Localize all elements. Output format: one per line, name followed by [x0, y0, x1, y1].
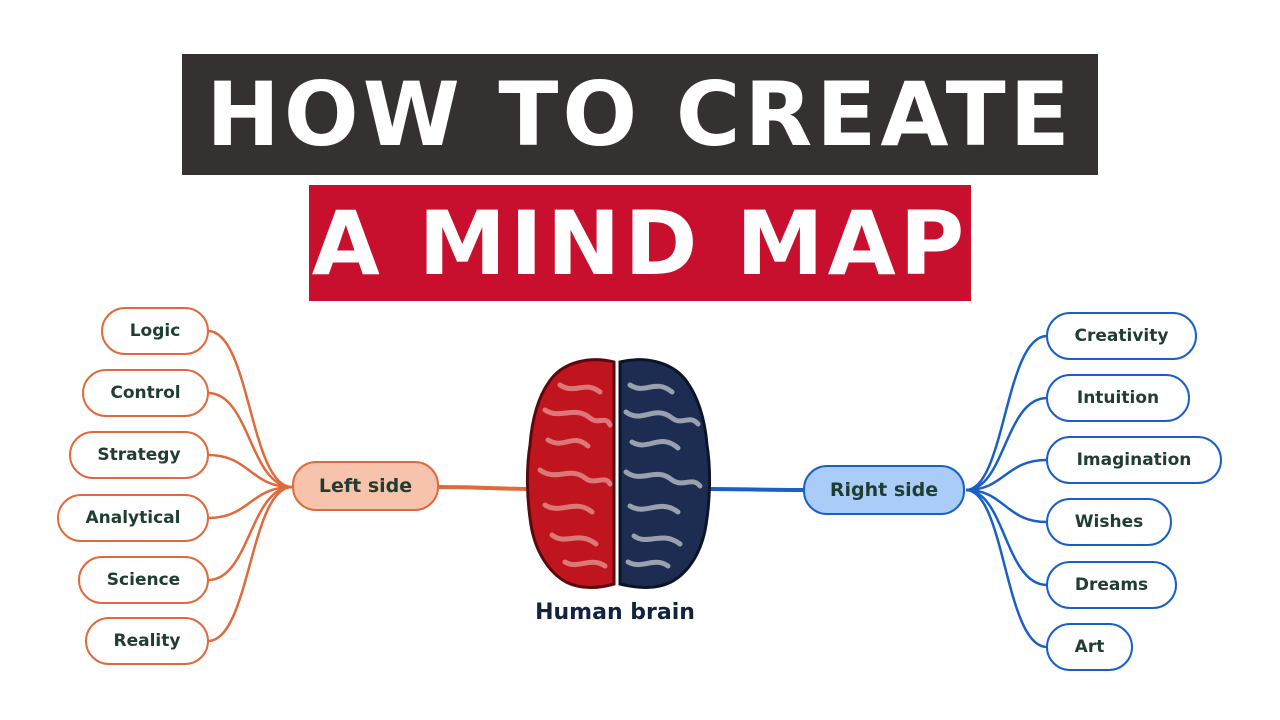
- title-line-1: HOW TO CREATE: [182, 54, 1098, 175]
- left-connectors: [207, 329, 536, 643]
- left-node-logic: Logic: [101, 307, 209, 355]
- connector-reality: [207, 485, 293, 643]
- connector-imagination: [965, 458, 1048, 492]
- connector-wishes: [965, 488, 1048, 524]
- right-node-wishes: Wishes: [1046, 498, 1172, 546]
- left-node-analytical: Analytical: [57, 494, 209, 542]
- connector-analytical: [207, 485, 293, 520]
- left-side-hub: Left side: [292, 461, 439, 511]
- connector-dreams: [965, 488, 1048, 587]
- right-node-art: Art: [1046, 623, 1133, 671]
- connector-control: [207, 391, 293, 489]
- connector-left-hub-brain: [437, 485, 536, 491]
- right-node-dreams: Dreams: [1046, 561, 1177, 609]
- right-side-hub: Right side: [803, 465, 965, 515]
- connector-creativity: [965, 334, 1048, 492]
- right-connectors: [709, 334, 1048, 649]
- left-node-strategy: Strategy: [69, 431, 209, 479]
- right-node-imagination: Imagination: [1046, 436, 1222, 484]
- connector-logic: [207, 329, 293, 489]
- left-node-reality: Reality: [85, 617, 209, 665]
- connector-science: [207, 485, 293, 582]
- title-line-2: A MIND MAP: [309, 185, 971, 301]
- connector-intuition: [965, 396, 1048, 492]
- right-node-intuition: Intuition: [1046, 374, 1190, 422]
- left-node-science: Science: [78, 556, 209, 604]
- connector-right-hub-brain: [709, 487, 804, 492]
- brain-illustration: [525, 358, 712, 589]
- right-node-creativity: Creativity: [1046, 312, 1197, 360]
- connector-art: [965, 488, 1048, 649]
- connector-strategy: [207, 453, 293, 489]
- brain-label: Human brain: [535, 600, 695, 625]
- left-node-control: Control: [82, 369, 209, 417]
